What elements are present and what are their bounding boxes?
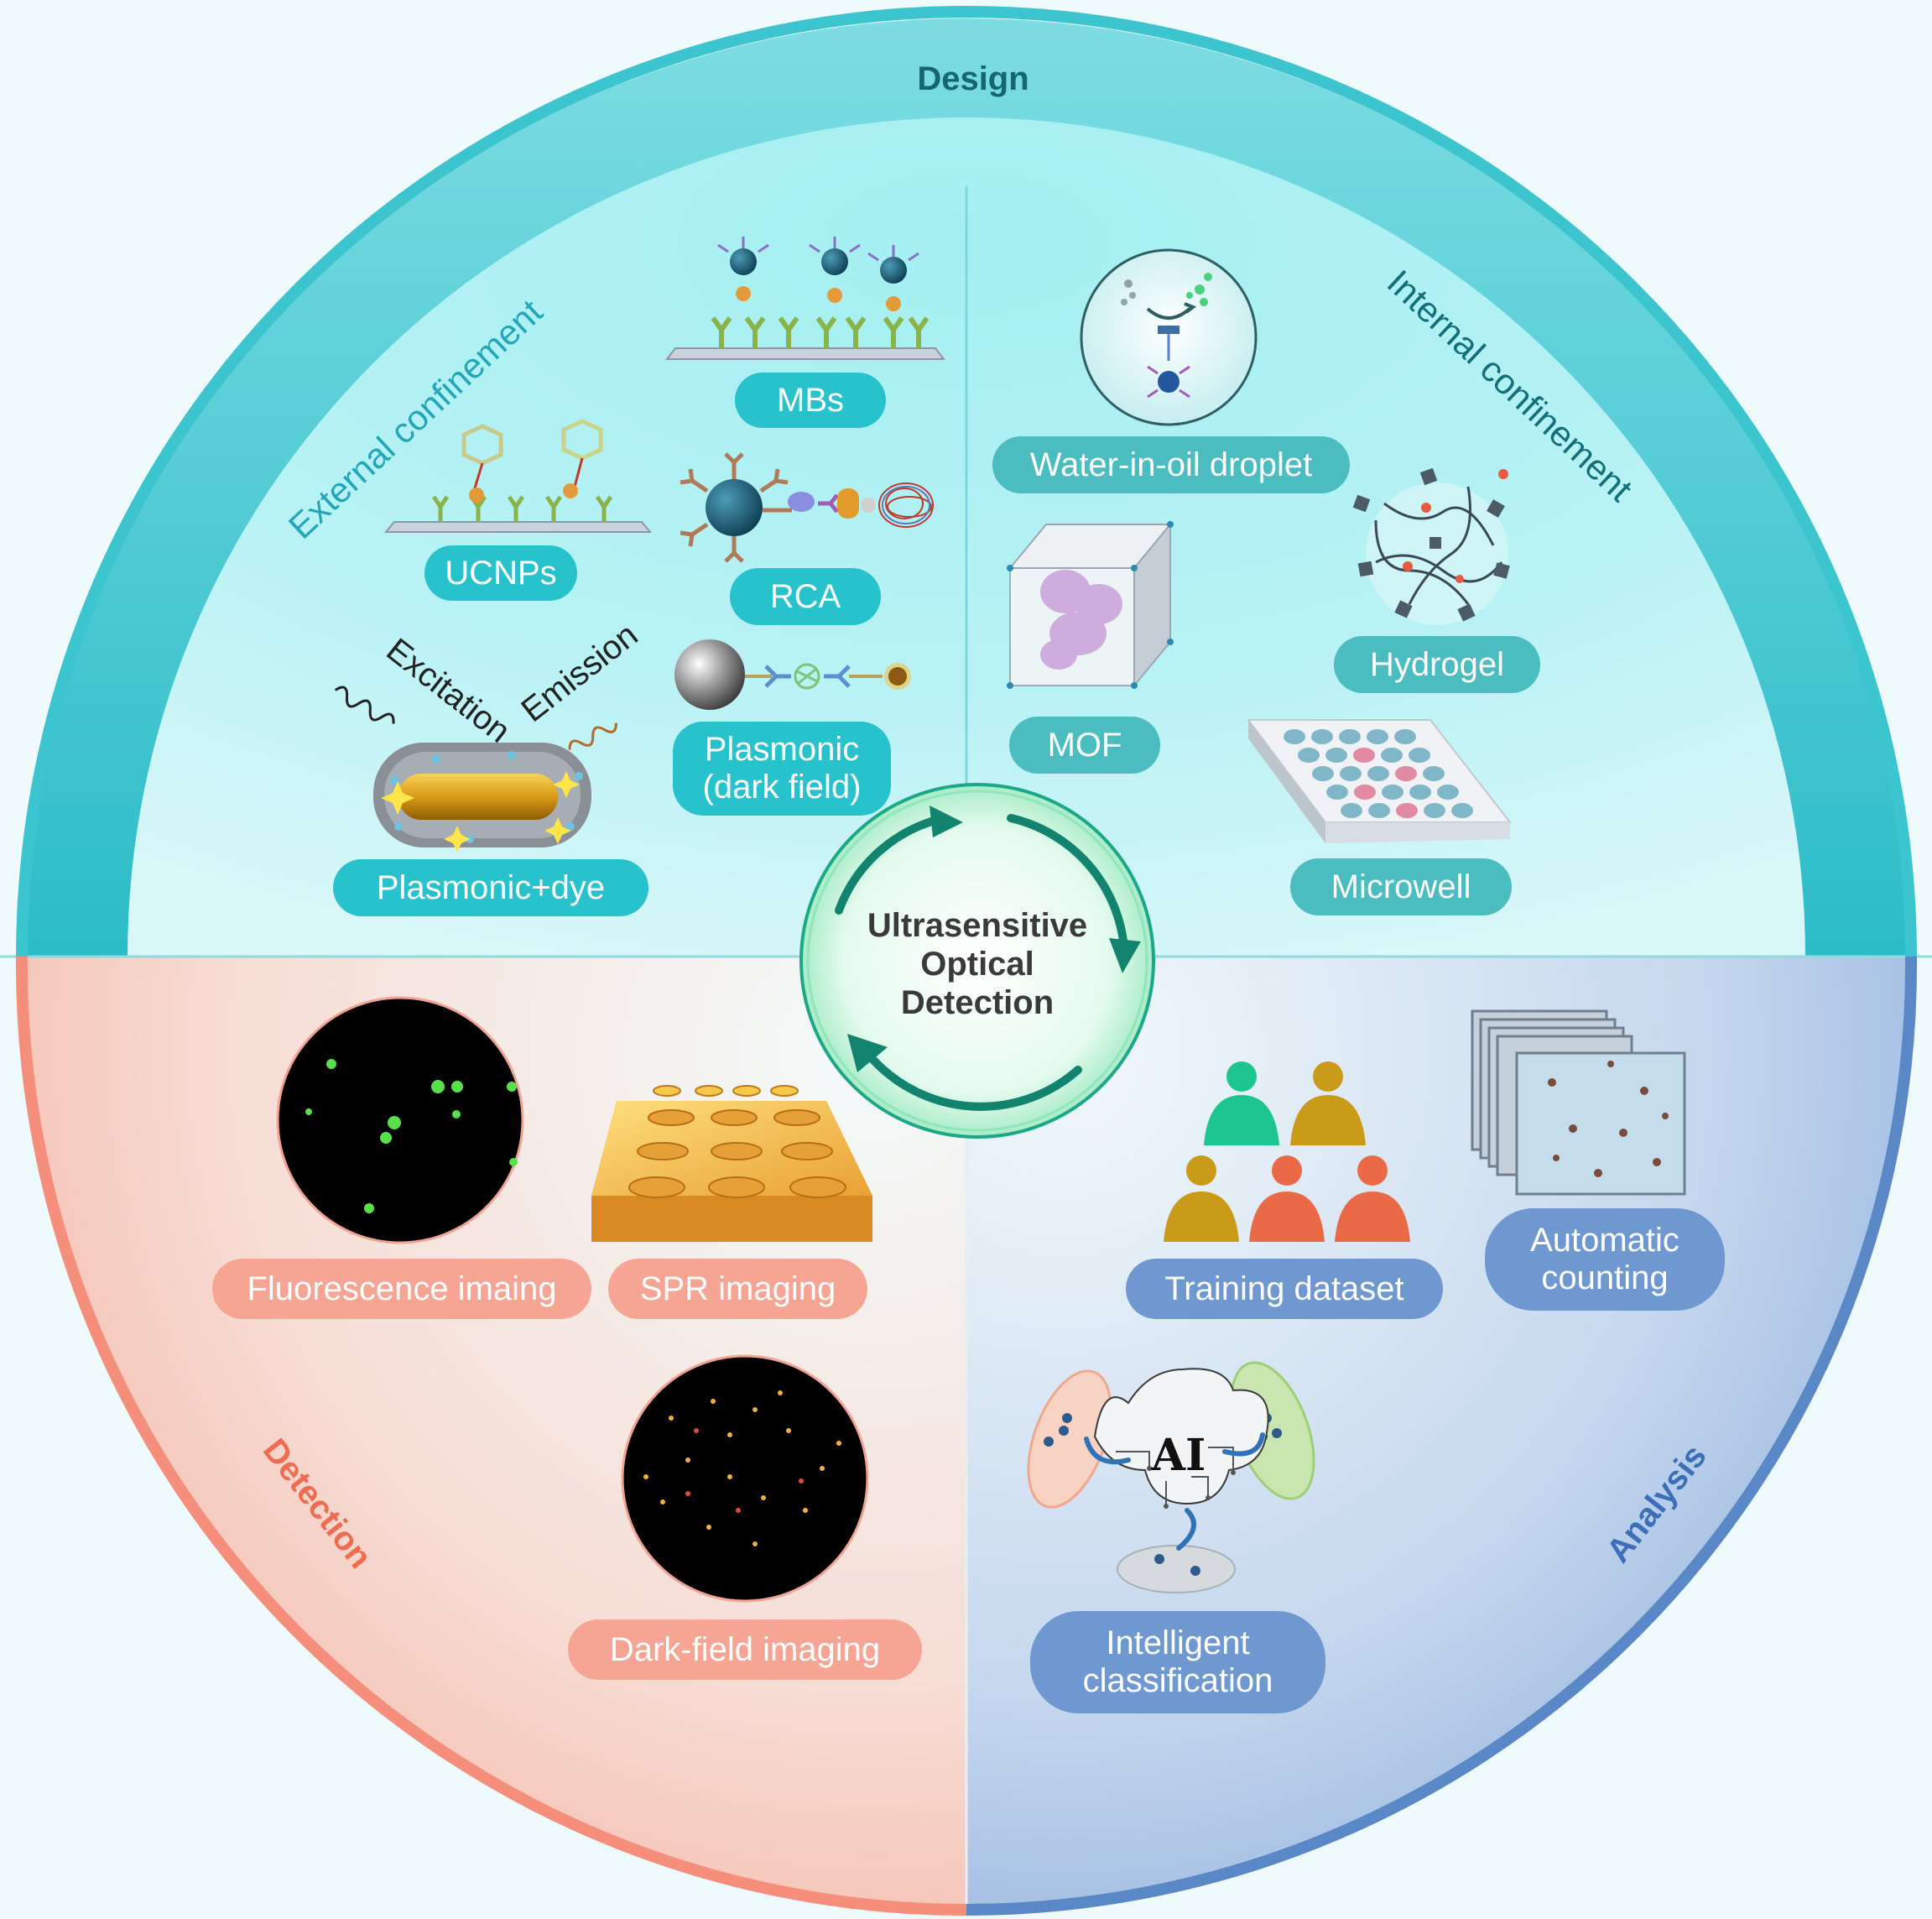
water-in-oil-label-text: Water-in-oil droplet bbox=[1029, 446, 1313, 483]
training-dataset-people bbox=[1164, 1061, 1410, 1242]
mbs-illustration bbox=[664, 237, 946, 360]
intelligent-classification-label: Intelligent classification bbox=[1030, 1611, 1325, 1713]
darkfield-image bbox=[621, 1354, 869, 1603]
plasmonic-dye-illustration bbox=[334, 686, 617, 853]
mof-label-text: MOF bbox=[1047, 726, 1122, 764]
analysis-ring bbox=[966, 956, 1918, 1916]
training-dataset-label-text: Training dataset bbox=[1164, 1270, 1404, 1307]
intelligent-classification-line1: Intelligent bbox=[1106, 1624, 1250, 1662]
hydrogel-label: Hydrogel bbox=[1334, 636, 1540, 693]
plasmonic-dye-label-text: Plasmonic+dye bbox=[376, 868, 606, 906]
automatic-counting-line2: counting bbox=[1541, 1259, 1669, 1296]
center-title-line1: Ultrasensitive bbox=[867, 907, 1088, 944]
plasmonic-dark-illustration bbox=[674, 639, 911, 710]
plasmonic-dark-label: Plasmonic (dark field) bbox=[673, 722, 891, 816]
plasmonic-dark-line2: (dark field) bbox=[702, 769, 862, 806]
microwell-label: Microwell bbox=[1290, 858, 1512, 915]
water-in-oil-illustration bbox=[1080, 248, 1258, 426]
ai-label: AI bbox=[1151, 1430, 1206, 1481]
darkfield-label: Dark-field imaging bbox=[568, 1619, 922, 1680]
fluorescence-label-text: Fluorescence imaing bbox=[247, 1270, 557, 1307]
ucnps-label-text: UCNPs bbox=[445, 554, 557, 592]
center-title-line3: Detection bbox=[900, 984, 1055, 1021]
fluorescence-label: Fluorescence imaing bbox=[212, 1259, 591, 1319]
plasmonic-dark-line1: Plasmonic bbox=[704, 731, 860, 769]
center-title: Ultrasensitive Optical Detection bbox=[839, 906, 1116, 1022]
mbs-label: MBs bbox=[735, 373, 886, 428]
plasmonic-dye-label: Plasmonic+dye bbox=[333, 859, 648, 916]
automatic-counting-line1: Automatic bbox=[1530, 1222, 1679, 1259]
spr-label-text: SPR imaging bbox=[639, 1270, 836, 1307]
hydrogel-label-text: Hydrogel bbox=[1369, 645, 1505, 683]
detection-ring bbox=[15, 956, 967, 1916]
rca-label: RCA bbox=[730, 568, 881, 625]
rca-illustration bbox=[680, 452, 934, 563]
automatic-counting-label: Automatic counting bbox=[1485, 1208, 1725, 1311]
design-ring bbox=[16, 6, 1917, 957]
rca-label-text: RCA bbox=[769, 577, 841, 615]
darkfield-label-text: Dark-field imaging bbox=[609, 1630, 881, 1668]
mof-illustration bbox=[1007, 521, 1174, 689]
water-in-oil-label: Water-in-oil droplet bbox=[992, 436, 1350, 493]
spr-label: SPR imaging bbox=[608, 1259, 867, 1319]
center-cycle bbox=[799, 783, 1155, 1139]
intelligent-classification-line2: classification bbox=[1082, 1662, 1273, 1699]
section-title-design: Design bbox=[917, 60, 1028, 97]
spr-chip bbox=[591, 1085, 872, 1242]
center-title-line2: Optical bbox=[920, 946, 1034, 983]
training-dataset-label: Training dataset bbox=[1126, 1259, 1443, 1319]
hydrogel-illustration bbox=[1352, 467, 1510, 625]
ucnps-label: UCNPs bbox=[424, 545, 577, 601]
microwell-label-text: Microwell bbox=[1331, 868, 1471, 905]
ai-classification-illustration bbox=[1027, 1361, 1315, 1593]
microwell-illustration bbox=[1246, 719, 1513, 843]
mbs-label-text: MBs bbox=[777, 381, 844, 419]
fluorescence-image bbox=[276, 996, 524, 1244]
automatic-counting-stack bbox=[1471, 1009, 1686, 1196]
mof-label: MOF bbox=[1009, 717, 1160, 774]
ucnps-illustration bbox=[383, 419, 653, 533]
